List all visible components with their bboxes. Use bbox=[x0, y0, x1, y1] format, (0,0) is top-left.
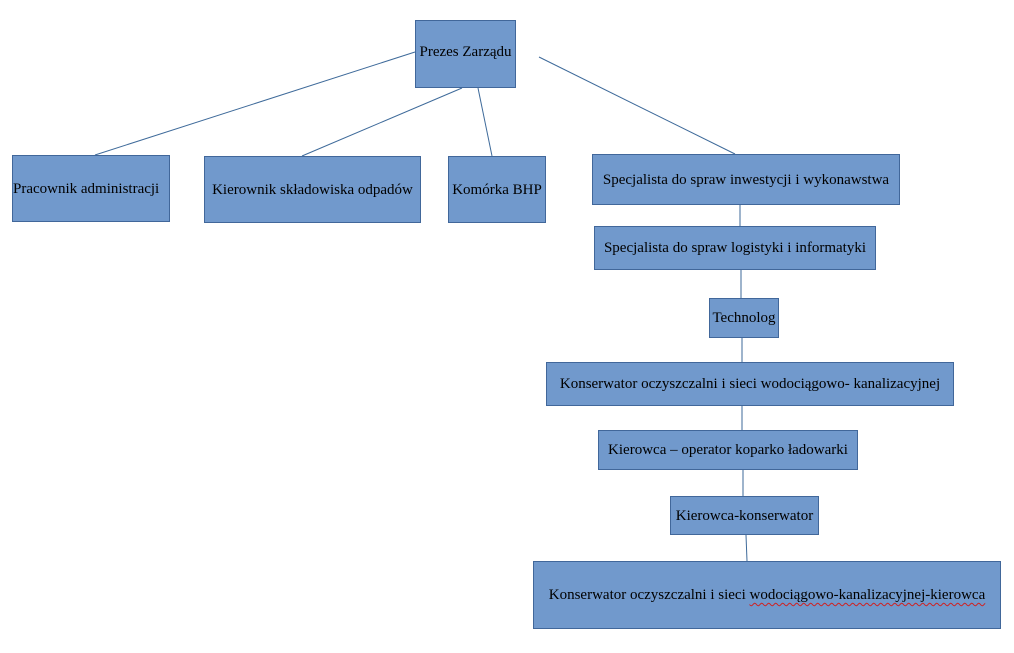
node-label: Konserwator oczyszczalni i sieci wodocią… bbox=[549, 586, 985, 604]
node-konserwator-oczyszczalni: Konserwator oczyszczalni i sieci wodocią… bbox=[546, 362, 954, 406]
node-kierowca-konserwator: Kierowca-konserwator bbox=[670, 496, 819, 535]
connector-root-bhp bbox=[477, 87, 493, 157]
connector-root-waste bbox=[301, 87, 463, 157]
node-label: Prezes Zarządu bbox=[419, 44, 512, 60]
node-label: Konserwator oczyszczalni i sieci wodocią… bbox=[559, 376, 941, 392]
node-label: Specjalista do spraw inwestycji i wykona… bbox=[602, 171, 890, 188]
connector-root-admin bbox=[94, 51, 416, 156]
node-konserwator-kierowca: Konserwator oczyszczalni i sieci wodocią… bbox=[533, 561, 1001, 629]
connector-chain-6 bbox=[745, 534, 748, 562]
node-pracownik-administracji: Pracownik administracji bbox=[12, 155, 170, 222]
node-label: Technolog bbox=[712, 310, 776, 326]
node-specjalista-logistyki: Specjalista do spraw logistyki i informa… bbox=[594, 226, 876, 270]
node-label: Kierownik składowiska odpadów bbox=[212, 181, 413, 198]
node-specjalista-inwestycji: Specjalista do spraw inwestycji i wykona… bbox=[592, 154, 900, 205]
node-kierownik-skladowiska: Kierownik składowiska odpadów bbox=[204, 156, 421, 223]
connector-root-investment bbox=[538, 56, 736, 155]
node-label: Kierowca-konserwator bbox=[675, 507, 814, 524]
node-label: Specjalista do spraw logistyki i informa… bbox=[603, 240, 867, 256]
spellcheck-flagged-word: wodociągowo-kanalizacyjnej-kierowca bbox=[749, 587, 986, 603]
node-label: Pracownik administracji bbox=[13, 180, 160, 197]
node-technolog: Technolog bbox=[709, 298, 779, 338]
node-label-prefix: Konserwator oczyszczalni i sieci bbox=[548, 587, 750, 603]
node-label: Komórka BHP bbox=[452, 181, 542, 198]
node-kierowca-operator: Kierowca – operator koparko ładowarki bbox=[598, 430, 858, 470]
node-label: Kierowca – operator koparko ładowarki bbox=[608, 442, 848, 458]
node-prezes-zarzadu: Prezes Zarządu bbox=[415, 20, 516, 88]
node-komorka-bhp: Komórka BHP bbox=[448, 156, 546, 223]
